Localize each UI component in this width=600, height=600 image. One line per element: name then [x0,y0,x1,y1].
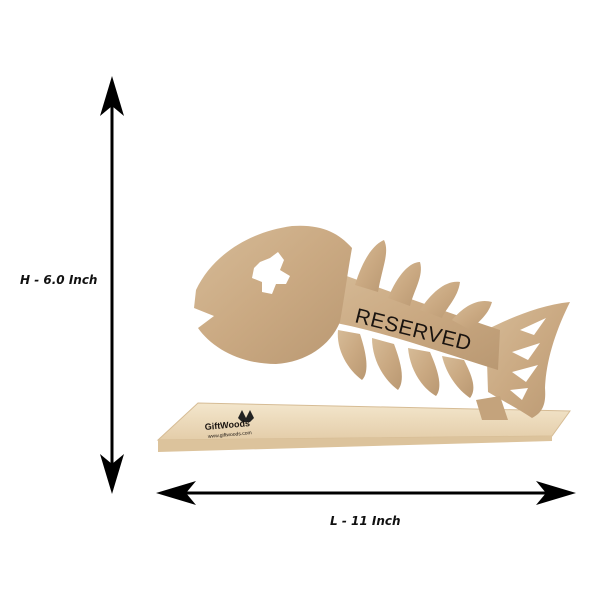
brand-logo-icon [238,410,254,422]
length-dimension-label: L - 11 Inch [330,514,401,528]
height-dimension-label: H - 6.0 Inch [20,273,98,287]
brand-mark: GiftWoods www.giftwoods.com [204,410,254,440]
height-arrow [100,76,124,494]
length-arrow [156,481,576,505]
brand-name: GiftWoods [204,418,250,432]
wooden-base [156,402,571,452]
brand-url: www.giftwoods.com [208,430,252,440]
fish-skeleton-stand: RESERVED [194,225,570,420]
